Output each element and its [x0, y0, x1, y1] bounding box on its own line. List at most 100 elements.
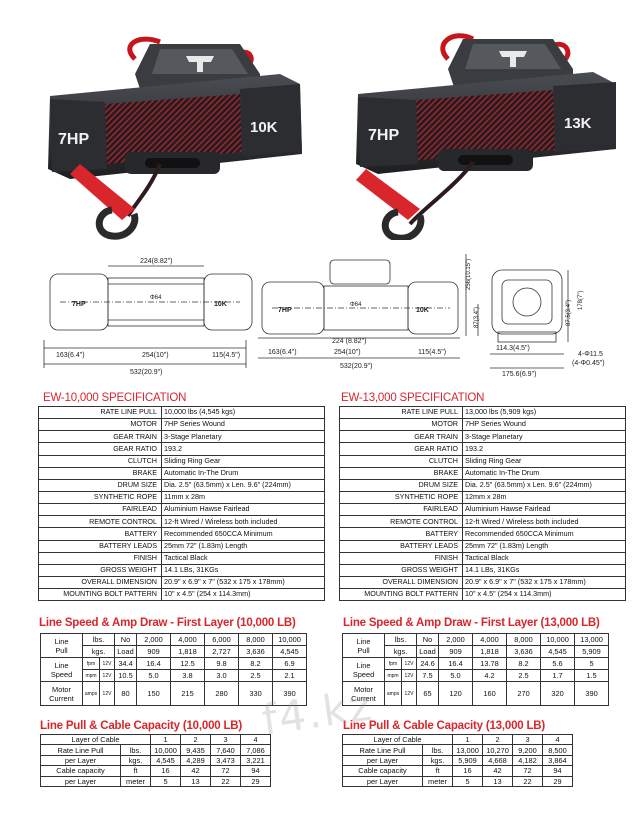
kgs-cell: 4,545: [150, 754, 182, 767]
mpm-cell: 4.2: [472, 669, 508, 682]
volt-label: 12V: [98, 681, 116, 706]
mpm-cell: 2.5: [238, 669, 274, 682]
amps-cell: 320: [540, 681, 576, 706]
unit-label: lbs.: [421, 744, 454, 756]
dim-label: 254(10"): [142, 352, 169, 359]
unit-label: amps: [82, 681, 100, 706]
spec-key: BATTERY: [339, 527, 463, 541]
spec-key: CLUTCH: [38, 454, 162, 468]
cap-13k-title: Line Pull & Cable Capacity (13,000 LB): [343, 720, 546, 732]
lbs-cell: 10,000: [540, 633, 576, 646]
mpm-cell: 2.1: [272, 669, 308, 682]
spec-value: 193.2: [462, 442, 626, 456]
spec-key: BRAKE: [38, 466, 162, 480]
unit-label: meter: [119, 775, 152, 787]
spec-13k-title: EW-13,000 SPECIFICATION: [341, 392, 485, 404]
spec-value: Dia. 2.5" (63.5mm) x Len. 9.6" (224mm): [462, 478, 626, 492]
amps-cell: 390: [272, 681, 308, 706]
fpm-cell: 34.4: [114, 657, 138, 670]
spec-key: GEAR RATIO: [339, 442, 463, 456]
unit-label: mpm: [82, 669, 100, 682]
unit-label: amps: [384, 681, 402, 706]
kgs-cell: 4,545: [540, 645, 576, 658]
dim-label: 10K: [214, 301, 227, 308]
fpm-cell: 8.2: [506, 657, 542, 670]
ft-cell: 16: [150, 765, 182, 777]
kgs-cell: 4,182: [512, 754, 544, 767]
mpm-cell: 7.5: [416, 669, 440, 682]
no-load-label: Load: [114, 645, 138, 658]
unit-label: lbs.: [119, 744, 152, 756]
dim-label: 115(4.5"): [418, 349, 446, 356]
spec-key: GEAR TRAIN: [339, 430, 463, 444]
lbs-cell: 10,000: [150, 744, 182, 756]
layer-cell: 2: [482, 733, 514, 746]
fpm-cell: 12.5: [170, 657, 206, 670]
cap-10k-table: Layer of Cable 1 2 3 4 Rate Line Pull lb…: [39, 733, 272, 787]
fpm-cell: 16.4: [438, 657, 474, 670]
mpm-cell: 3.0: [204, 669, 240, 682]
lbs-cell: 9,435: [180, 744, 212, 756]
spec-value: 12-ft Wired / Wireless both included: [462, 515, 626, 529]
unit-label: kgs.: [81, 645, 116, 658]
spec-value: 14.1 LBs, 31KGs: [462, 563, 626, 577]
rate-label: per Layer: [40, 754, 121, 767]
amps-cell: 150: [136, 681, 172, 706]
cable-label: per Layer: [342, 775, 423, 787]
spec-value: 10" x 4.5" (254 x 114.3mm): [161, 588, 325, 602]
lbs-cell: 9,200: [512, 744, 544, 756]
meter-cell: 22: [210, 775, 242, 787]
spec-key: CLUTCH: [339, 454, 463, 468]
winch-photo-13k: 7HP 13K: [328, 4, 628, 240]
spec-key: BATTERY: [38, 527, 162, 541]
capacity-label: 13K: [564, 115, 592, 132]
spec-value: Tactical Black: [161, 551, 325, 565]
mpm-cell: 10.5: [114, 669, 138, 682]
unit-label: kgs.: [383, 645, 418, 658]
amps-cell: 330: [238, 681, 274, 706]
kgs-cell: 5,909: [574, 645, 610, 658]
spec-key: MOUNTING BOLT PATTERN: [339, 588, 463, 602]
fpm-cell: 13.78: [472, 657, 508, 670]
ft-cell: 72: [210, 765, 242, 777]
spec-key: BATTERY LEADS: [339, 539, 463, 553]
ft-cell: 72: [512, 765, 544, 777]
fpm-cell: 6.9: [272, 657, 308, 670]
dim-label: 7HP: [278, 307, 292, 314]
mpm-cell: 1.7: [540, 669, 576, 682]
spec-value: 11mm x 28m: [161, 490, 325, 505]
amps-cell: 215: [170, 681, 206, 706]
dim-label: Φ64: [150, 295, 162, 301]
dim-label: 4-Φ11.5: [578, 351, 603, 358]
lbs-cell: 8,500: [542, 744, 574, 756]
spec-key: OVERALL DIMENSION: [339, 575, 463, 590]
speed-13k-title: Line Speed & Amp Draw - First Layer (13,…: [343, 617, 600, 629]
kgs-cell: 4,668: [482, 754, 514, 767]
spec-value: Automatic In-The Drum: [462, 466, 626, 480]
no-load-label: No: [416, 633, 440, 646]
kgs-cell: 2,727: [204, 645, 240, 658]
layer-cell: 1: [150, 733, 182, 746]
rate-label: per Layer: [342, 754, 423, 767]
dim-label: 87.5(3.4"): [566, 300, 572, 326]
fpm-cell: 24.6: [416, 657, 440, 670]
spec-value: 25mm 72" (1.83m) Length: [462, 539, 626, 553]
spec-key: GROSS WEIGHT: [339, 563, 463, 577]
spec-value: Recommended 650CCA Minimum: [462, 527, 626, 541]
spec-value: 20.9" x 6.9" x 7" (532 x 175 x 178mm): [161, 575, 325, 590]
mpm-cell: 1.5: [574, 669, 610, 682]
